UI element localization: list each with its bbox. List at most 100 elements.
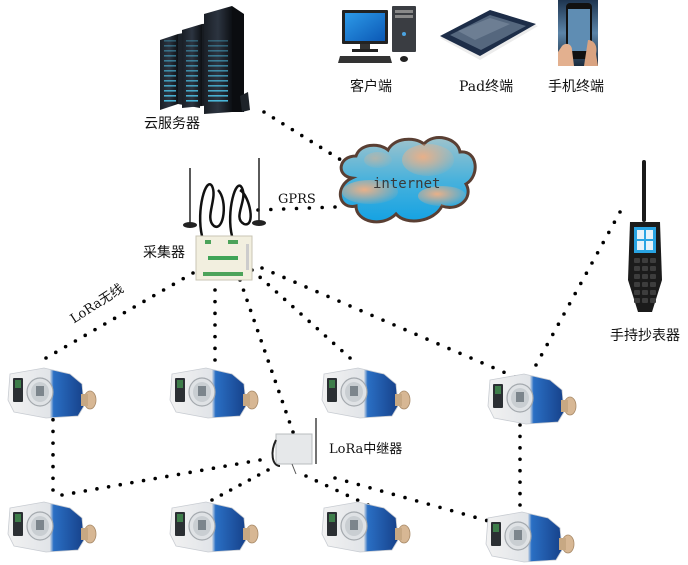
link-meter1-down	[51, 406, 55, 492]
link-dot	[436, 342, 440, 346]
link-dot	[73, 339, 78, 343]
link-dot	[176, 472, 181, 477]
phone-node	[558, 0, 598, 66]
link-dot	[83, 489, 88, 493]
link-dot	[290, 127, 295, 132]
link-dot	[534, 363, 538, 367]
link-dot	[328, 151, 332, 156]
link-dot	[607, 230, 611, 235]
link-dot	[258, 275, 262, 280]
data-collector-icon	[183, 158, 266, 281]
link-dot	[320, 205, 324, 210]
link-dot	[299, 133, 304, 138]
link-dot	[141, 478, 146, 483]
link-dot	[425, 337, 429, 341]
link-dot	[271, 270, 275, 275]
collector-label: 采集器	[143, 245, 185, 261]
link-dot	[348, 356, 352, 360]
link-handheld-meter4	[534, 210, 622, 367]
server-rack-icon	[160, 6, 250, 114]
water-meter-icon	[169, 367, 259, 419]
link-dot	[228, 488, 233, 492]
link-dot	[181, 276, 185, 281]
link-dot	[51, 464, 55, 469]
link-dot	[260, 266, 264, 270]
link-dot	[132, 305, 136, 309]
link-dot	[518, 468, 522, 473]
link-dot	[518, 446, 522, 450]
link-dot	[545, 342, 549, 347]
link-dot	[188, 470, 192, 475]
link-dot	[539, 353, 544, 357]
lora-repeater-icon	[271, 418, 317, 475]
internet-label: internet	[373, 176, 441, 192]
link-dot	[573, 291, 577, 296]
link-dot	[271, 116, 276, 120]
link-dot	[281, 121, 285, 126]
link-dot	[238, 483, 242, 487]
link-dot	[590, 261, 594, 265]
link-dot	[223, 464, 227, 468]
link-dot	[551, 332, 555, 337]
link-dot	[280, 399, 285, 404]
link-dot	[518, 491, 522, 496]
link-dot	[83, 333, 87, 338]
link-collector-meter4	[260, 266, 517, 379]
link-dot	[518, 423, 522, 427]
link-dot	[106, 484, 111, 489]
water-meter-icon	[487, 373, 577, 425]
link-dot	[277, 389, 281, 394]
link-dot	[348, 304, 352, 308]
client-node	[338, 6, 416, 63]
water-meter-icon	[7, 501, 97, 553]
link-dot	[51, 417, 55, 422]
link-dot	[309, 139, 314, 144]
link-dot	[270, 369, 274, 374]
link-dot	[51, 453, 55, 457]
link-dot	[324, 483, 329, 488]
link-dot	[118, 482, 123, 487]
link-dot	[282, 275, 286, 280]
link-dot	[391, 492, 396, 497]
link-collector-meter3	[250, 268, 352, 360]
link-dot	[340, 348, 344, 353]
link-dot	[51, 476, 55, 481]
link-dot	[259, 339, 264, 343]
client-label: 客户端	[350, 79, 392, 95]
link-dot	[262, 110, 266, 114]
link-dot	[258, 458, 262, 462]
link-collector-repeater	[238, 278, 295, 434]
repeater-label: LoRa中继器	[329, 442, 403, 457]
link-dot	[618, 210, 622, 214]
link-dot	[333, 476, 337, 480]
link-dot	[241, 288, 246, 292]
link-dot	[491, 365, 495, 370]
link-dot	[556, 322, 561, 327]
link-dot	[213, 323, 217, 327]
link-dot	[293, 280, 297, 285]
link-dot	[518, 457, 522, 462]
link-dot	[337, 157, 342, 161]
link-dot	[392, 323, 396, 327]
link-dot	[51, 441, 55, 445]
dotted-links	[44, 110, 622, 529]
link-dot	[213, 288, 217, 292]
link-dot	[269, 207, 273, 212]
link-dot	[461, 512, 466, 516]
link-dot	[447, 346, 451, 351]
link-dot	[219, 493, 224, 497]
collector-node	[183, 158, 266, 281]
link-dot	[469, 356, 473, 360]
water-meter-icon	[169, 501, 259, 553]
link-dot	[266, 359, 271, 363]
link-dot	[307, 206, 312, 210]
link-dot	[314, 479, 319, 483]
link-dot	[266, 282, 271, 287]
link-dot	[248, 308, 253, 313]
link-dot	[63, 344, 68, 349]
link-dot	[379, 489, 384, 493]
link-dot	[122, 310, 127, 315]
link-dot	[171, 282, 176, 287]
link-dot	[282, 297, 287, 302]
link-dot	[51, 429, 55, 434]
